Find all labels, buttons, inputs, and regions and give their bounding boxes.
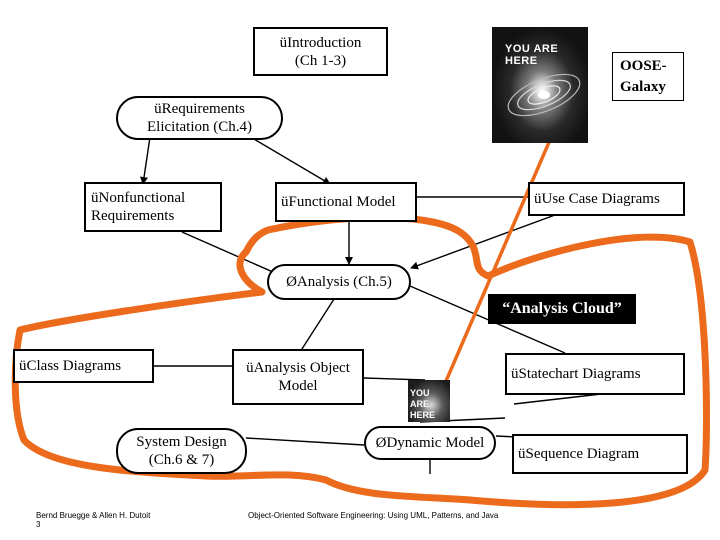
requirements-line1: üRequirements <box>154 101 245 117</box>
node-dynamic-model: ØDynamic Model <box>364 426 496 460</box>
analysis-object-line2: Model <box>278 378 318 394</box>
analysis-cloud-label: “Analysis Cloud” <box>488 294 636 324</box>
node-system-design: System Design (Ch.6 & 7) <box>116 428 247 474</box>
class-diagrams-label: üClass Diagrams <box>19 358 122 374</box>
node-analysis-object-model: üAnalysis Object Model <box>232 349 364 405</box>
you-are-here-large-line1: YOU ARE <box>505 43 559 55</box>
edge-analysis-statechart <box>409 285 566 354</box>
footer-page-number: 3 <box>36 520 41 529</box>
galaxy-image: YOU ARE HERE <box>492 27 588 143</box>
you-are-here-label-small: YOU ARE HERE <box>410 388 450 421</box>
node-analysis: ØAnalysis (Ch.5) <box>267 264 411 300</box>
analysis-object-line1: üAnalysis Object <box>246 360 350 376</box>
edge-nonfunctional-analysis <box>181 231 283 277</box>
node-class-diagrams: üClass Diagrams <box>13 349 154 383</box>
dynamic-model-label: ØDynamic Model <box>375 435 485 451</box>
node-sequence-diagram: üSequence Diagram <box>512 434 688 474</box>
node-nonfunctional-requirements: üNonfunctional Requirements <box>84 182 222 232</box>
edge-requirements-nonfunctional <box>140 136 151 185</box>
edge-objectmodel-dynamic <box>363 377 426 381</box>
system-design-line2: (Ch.6 & 7) <box>148 452 215 468</box>
oose-label-line1: OOSE- <box>620 57 667 74</box>
requirements-line2: Elicitation (Ch.4) <box>147 119 252 135</box>
node-use-case-diagrams: üUse Case Diagrams <box>528 182 685 216</box>
oose-label-line2: Galaxy <box>620 78 666 95</box>
oose-galaxy-label: OOSE- Galaxy <box>612 52 684 101</box>
footer-authors: Bernd Bruegge & Allen H. Dutoit 3 <box>36 511 150 529</box>
introduction-line1: üIntroduction <box>279 34 362 51</box>
system-design-line1: System Design <box>136 434 227 450</box>
edge-analysis-objectmodel <box>299 295 337 353</box>
you-are-here-label-large: YOU ARE HERE <box>505 43 558 67</box>
analysis-label: ØAnalysis (Ch.5) <box>286 274 392 290</box>
functional-model-label: üFunctional Model <box>281 194 396 210</box>
node-introduction: üIntroduction (Ch 1-3) <box>253 27 388 76</box>
node-requirements-elicitation: üRequirements Elicitation (Ch.4) <box>116 96 283 140</box>
you-are-here-small-line2: HERE <box>410 410 436 420</box>
nonfunctional-line2: Requirements <box>91 208 175 224</box>
statechart-label: üStatechart Diagrams <box>511 366 641 382</box>
edge-systemdesign-dynamic <box>245 437 365 446</box>
nonfunctional-line1: üNonfunctional <box>91 190 186 206</box>
spiral-arms <box>507 73 581 117</box>
use-case-label: üUse Case Diagrams <box>534 191 660 207</box>
sequence-label: üSequence Diagram <box>518 446 640 462</box>
node-statechart-diagrams: üStatechart Diagrams <box>505 353 685 395</box>
analysis-cloud-outline <box>11 214 710 509</box>
footer-book-title: Object-Oriented Software Engineering: Us… <box>248 511 499 520</box>
you-are-here-large-line2: HERE <box>505 55 538 67</box>
footer-authors-text: Bernd Bruegge & Allen H. Dutoit <box>36 511 151 520</box>
small-galaxy-image: YOU ARE HERE <box>408 380 450 422</box>
introduction-line2: (Ch 1-3) <box>294 52 347 69</box>
edge-usecase-analysis <box>410 214 556 270</box>
node-functional-model: üFunctional Model <box>275 182 417 222</box>
you-are-here-small-line1: YOU ARE <box>410 388 430 409</box>
edge-requirements-functional <box>241 131 331 185</box>
